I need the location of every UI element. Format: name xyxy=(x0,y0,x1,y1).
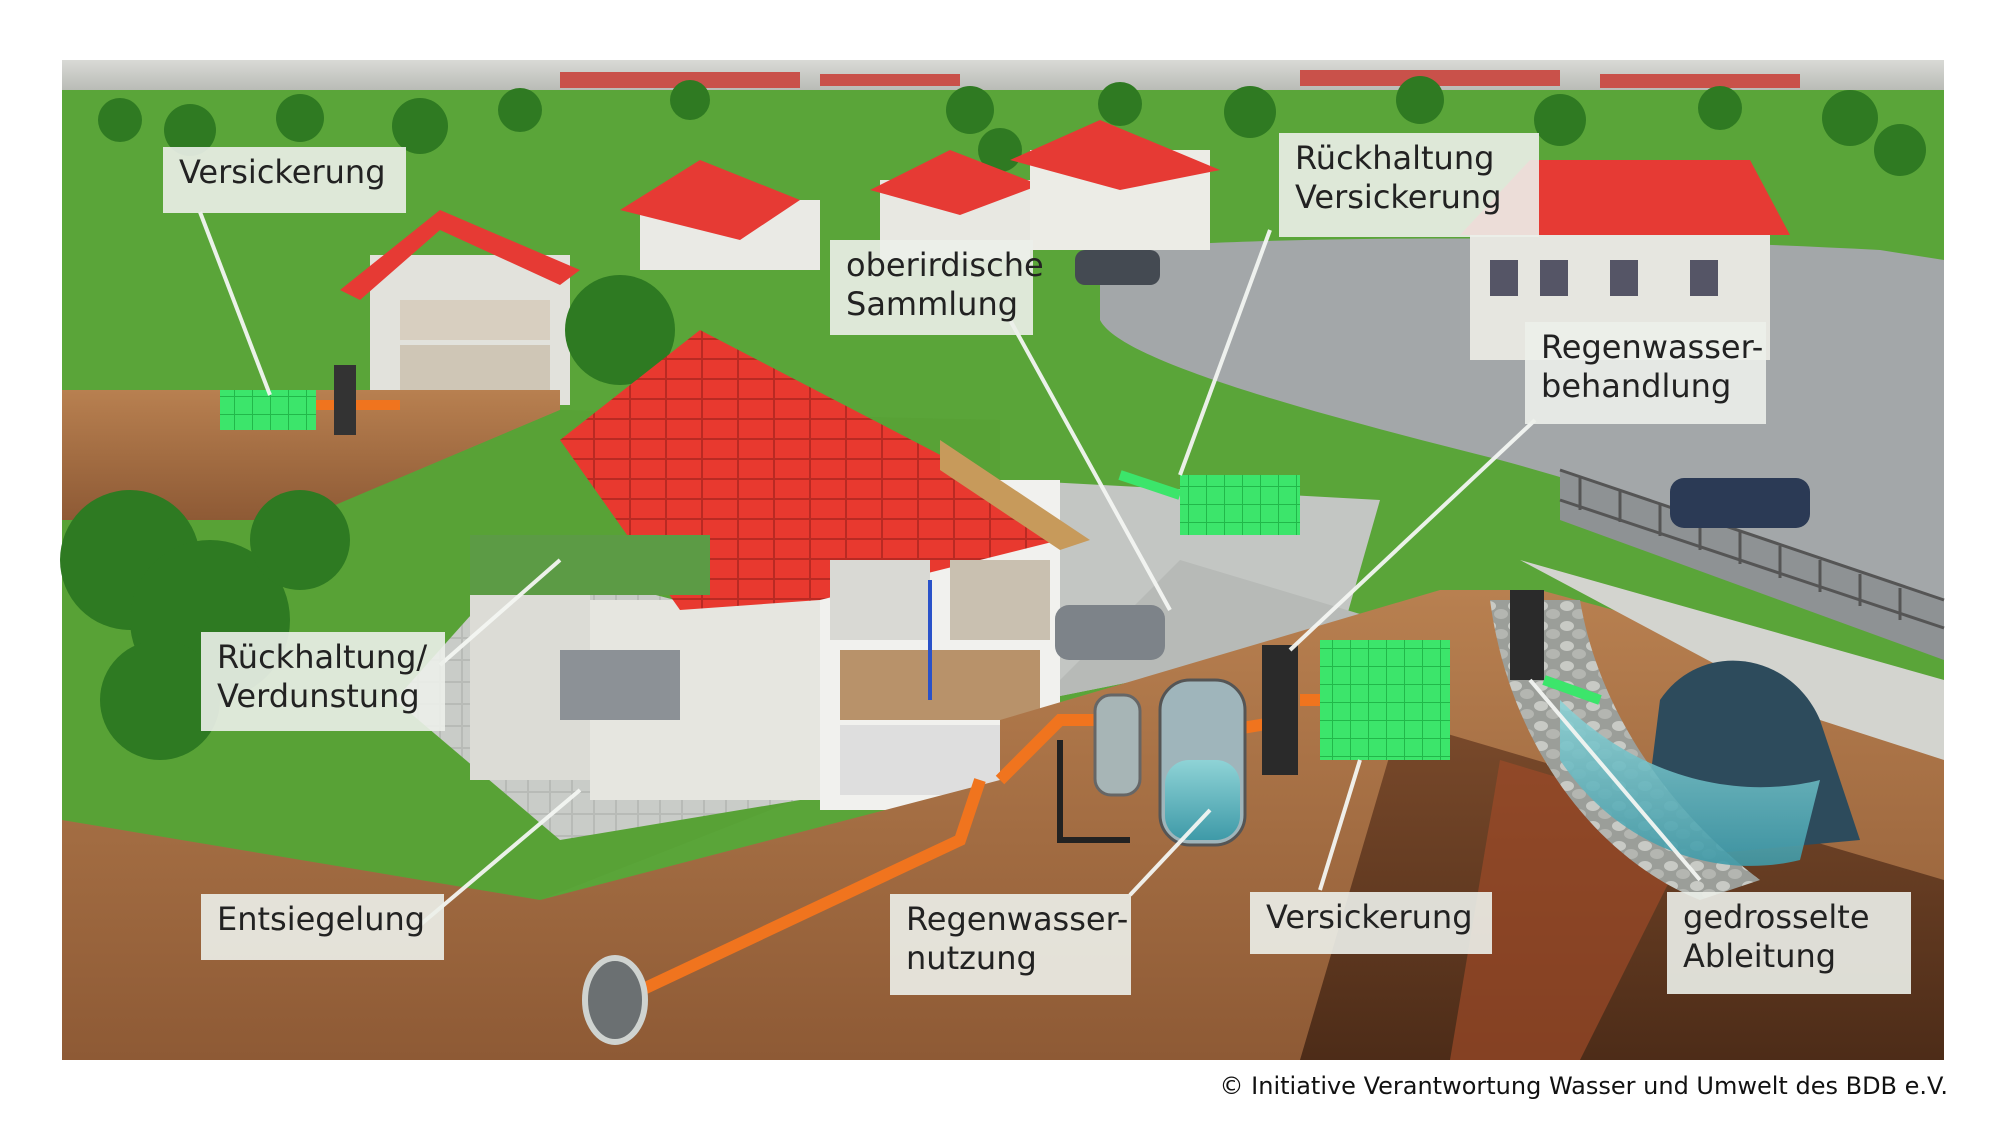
infiltration-box-icon xyxy=(220,390,316,430)
tree-icon xyxy=(98,76,1926,176)
label-oberirdische-sammlung: oberirdische Sammlung xyxy=(830,240,1044,335)
label-text: Verdunstung xyxy=(217,677,420,715)
house-icon xyxy=(340,210,580,405)
label-text: Rückhaltung/ xyxy=(217,638,428,676)
pipe-icon xyxy=(1542,675,1602,705)
infiltration-box-icon xyxy=(1180,475,1300,535)
label-versickerung-top: Versickerung xyxy=(163,147,406,213)
label-versickerung-bottom: Versickerung xyxy=(1250,892,1492,954)
car-icon xyxy=(1075,250,1160,285)
house-icon xyxy=(470,330,1090,810)
label-text: behandlung xyxy=(1541,367,1732,405)
label-text: Rückhaltung xyxy=(1295,139,1495,177)
car-icon xyxy=(560,650,680,720)
label-regenwassernutzung: Regenwasser- nutzung xyxy=(890,894,1131,995)
infiltration-box-icon xyxy=(1320,640,1450,760)
pipe-icon xyxy=(1118,470,1182,500)
label-text: nutzung xyxy=(906,939,1037,977)
car-icon xyxy=(1670,478,1810,528)
label-text: Versickerung xyxy=(179,153,386,191)
car-icon xyxy=(1055,605,1165,660)
label-entsiegelung: Entsiegelung xyxy=(201,894,444,960)
label-text: Entsiegelung xyxy=(217,900,426,938)
label-text: Regenwasser- xyxy=(906,900,1129,938)
label-text: Versickerung xyxy=(1266,898,1473,936)
label-rueckhaltung-verdunstung: Rückhaltung/ Verdunstung xyxy=(201,632,445,731)
label-text: Versickerung xyxy=(1295,178,1502,216)
tank-icon xyxy=(1093,645,1298,847)
label-text: Ableitung xyxy=(1683,937,1837,975)
label-text: gedrosselte xyxy=(1683,898,1870,936)
label-text: Sammlung xyxy=(846,285,1019,323)
label-gedrosselte-ableitung: gedrosselte Ableitung xyxy=(1667,892,1911,994)
label-text: oberirdische xyxy=(846,246,1044,284)
label-text: Regenwasser- xyxy=(1541,328,1764,366)
copyright-credit: © Initiative Verantwortung Wasser und Um… xyxy=(1219,1072,1948,1100)
label-regenwasserbehandlung: Regenwasser- behandlung xyxy=(1525,322,1766,424)
label-rueckhaltung-versickerung: Rückhaltung Versickerung xyxy=(1279,133,1539,237)
